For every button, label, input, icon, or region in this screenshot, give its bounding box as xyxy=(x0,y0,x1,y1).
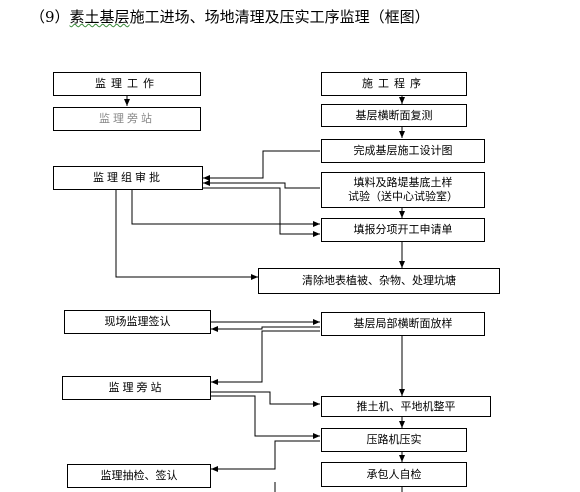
site-clearing-box: 清除地表植被、杂物、处理坑塘 xyxy=(258,268,500,294)
base-cross-section-resurvey-box: 基层横断面复测 xyxy=(321,104,467,127)
arrow-approval-to-application xyxy=(203,187,320,237)
title-text: 施工进场、场地清理及压实工序监理（框图） xyxy=(129,8,430,26)
roller-compaction-box: 压路机压实 xyxy=(321,428,467,452)
fill-soil-sample-test-box: 填料及路堤基底土样 试验（送中心试验室） xyxy=(321,172,485,208)
title-underlined-term: 素土基层 xyxy=(69,8,130,26)
supervision-inspection-signoff-box: 监理抽检、签认 xyxy=(67,464,211,488)
lab-test-line: 试验（送中心试验室） xyxy=(348,190,458,203)
supervision-work-header: 监理工作 xyxy=(53,72,201,96)
fill-soil-sample-line: 填料及路堤基底土样 xyxy=(353,176,453,189)
arrow-approval-to-clearing xyxy=(115,190,258,280)
supervision-onsite-box-1: 监理旁站 xyxy=(53,107,201,131)
construction-procedure-header: 施工程序 xyxy=(321,72,467,96)
bulldozer-grader-leveling-box: 推土机、平地机整平 xyxy=(321,396,491,417)
arrow-sample-to-approval xyxy=(203,180,320,189)
supervision-team-approval-box: 监理组审批 xyxy=(53,166,203,190)
arrow-stakeout-to-onsite xyxy=(211,330,320,385)
page-title: （9）素土基层施工进场、场地清理及压实工序监理（框图） xyxy=(30,6,430,27)
title-number: （9） xyxy=(30,8,70,26)
arrow-onsite-to-compaction xyxy=(211,395,320,439)
contractor-self-check-box: 承包人自检 xyxy=(321,462,467,487)
work-start-application-box: 填报分项开工申请单 xyxy=(321,218,485,242)
arrow-approval-branch-to-application xyxy=(131,190,320,227)
supervision-onsite-box-2: 监理旁站 xyxy=(62,376,211,400)
arrow-onsite-to-leveling xyxy=(211,391,320,407)
arrow-design-to-approval xyxy=(203,150,320,181)
base-design-drawing-box: 完成基层施工设计图 xyxy=(321,139,485,163)
arrow-stakeout-to-signoff xyxy=(211,326,320,332)
base-stakeout-box: 基层局部横断面放样 xyxy=(321,312,485,336)
onsite-supervisor-signoff-box: 现场监理签认 xyxy=(64,310,211,334)
arrow-compaction-to-inspection xyxy=(211,440,320,472)
